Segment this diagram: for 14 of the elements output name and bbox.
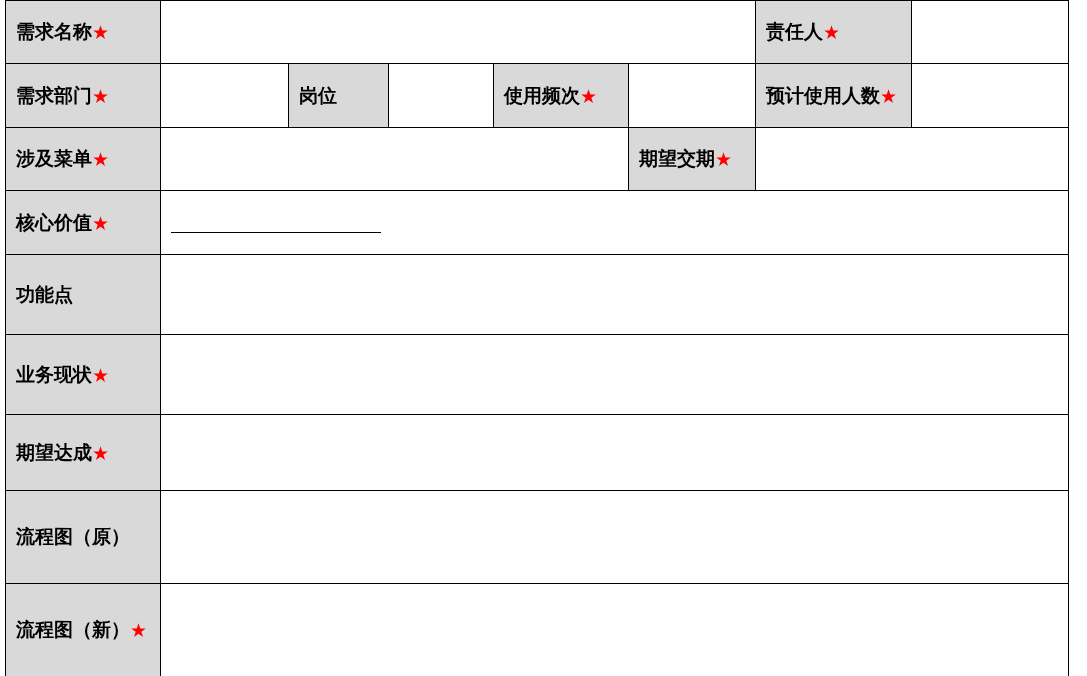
label-cell: 需求部门★ bbox=[5, 63, 161, 128]
label-cell: 岗位 bbox=[288, 63, 389, 128]
label-cell: 流程图（原） bbox=[5, 490, 161, 584]
label-cell: 核心价值★ bbox=[5, 190, 161, 255]
label-cell: 预计使用人数★ bbox=[755, 63, 912, 128]
label-cell: 使用频次★ bbox=[493, 63, 629, 128]
label-cell: 流程图（新）★ bbox=[5, 583, 161, 676]
label-cell: 业务现状★ bbox=[5, 334, 161, 415]
label-cell: 期望交期★ bbox=[628, 127, 756, 191]
label-cell: 功能点 bbox=[5, 254, 161, 335]
label-cell: 需求名称★ bbox=[5, 0, 161, 64]
label-cell: 期望达成★ bbox=[5, 414, 161, 491]
label-cell: 涉及菜单★ bbox=[5, 127, 161, 191]
label-cell: 责任人★ bbox=[755, 0, 912, 64]
